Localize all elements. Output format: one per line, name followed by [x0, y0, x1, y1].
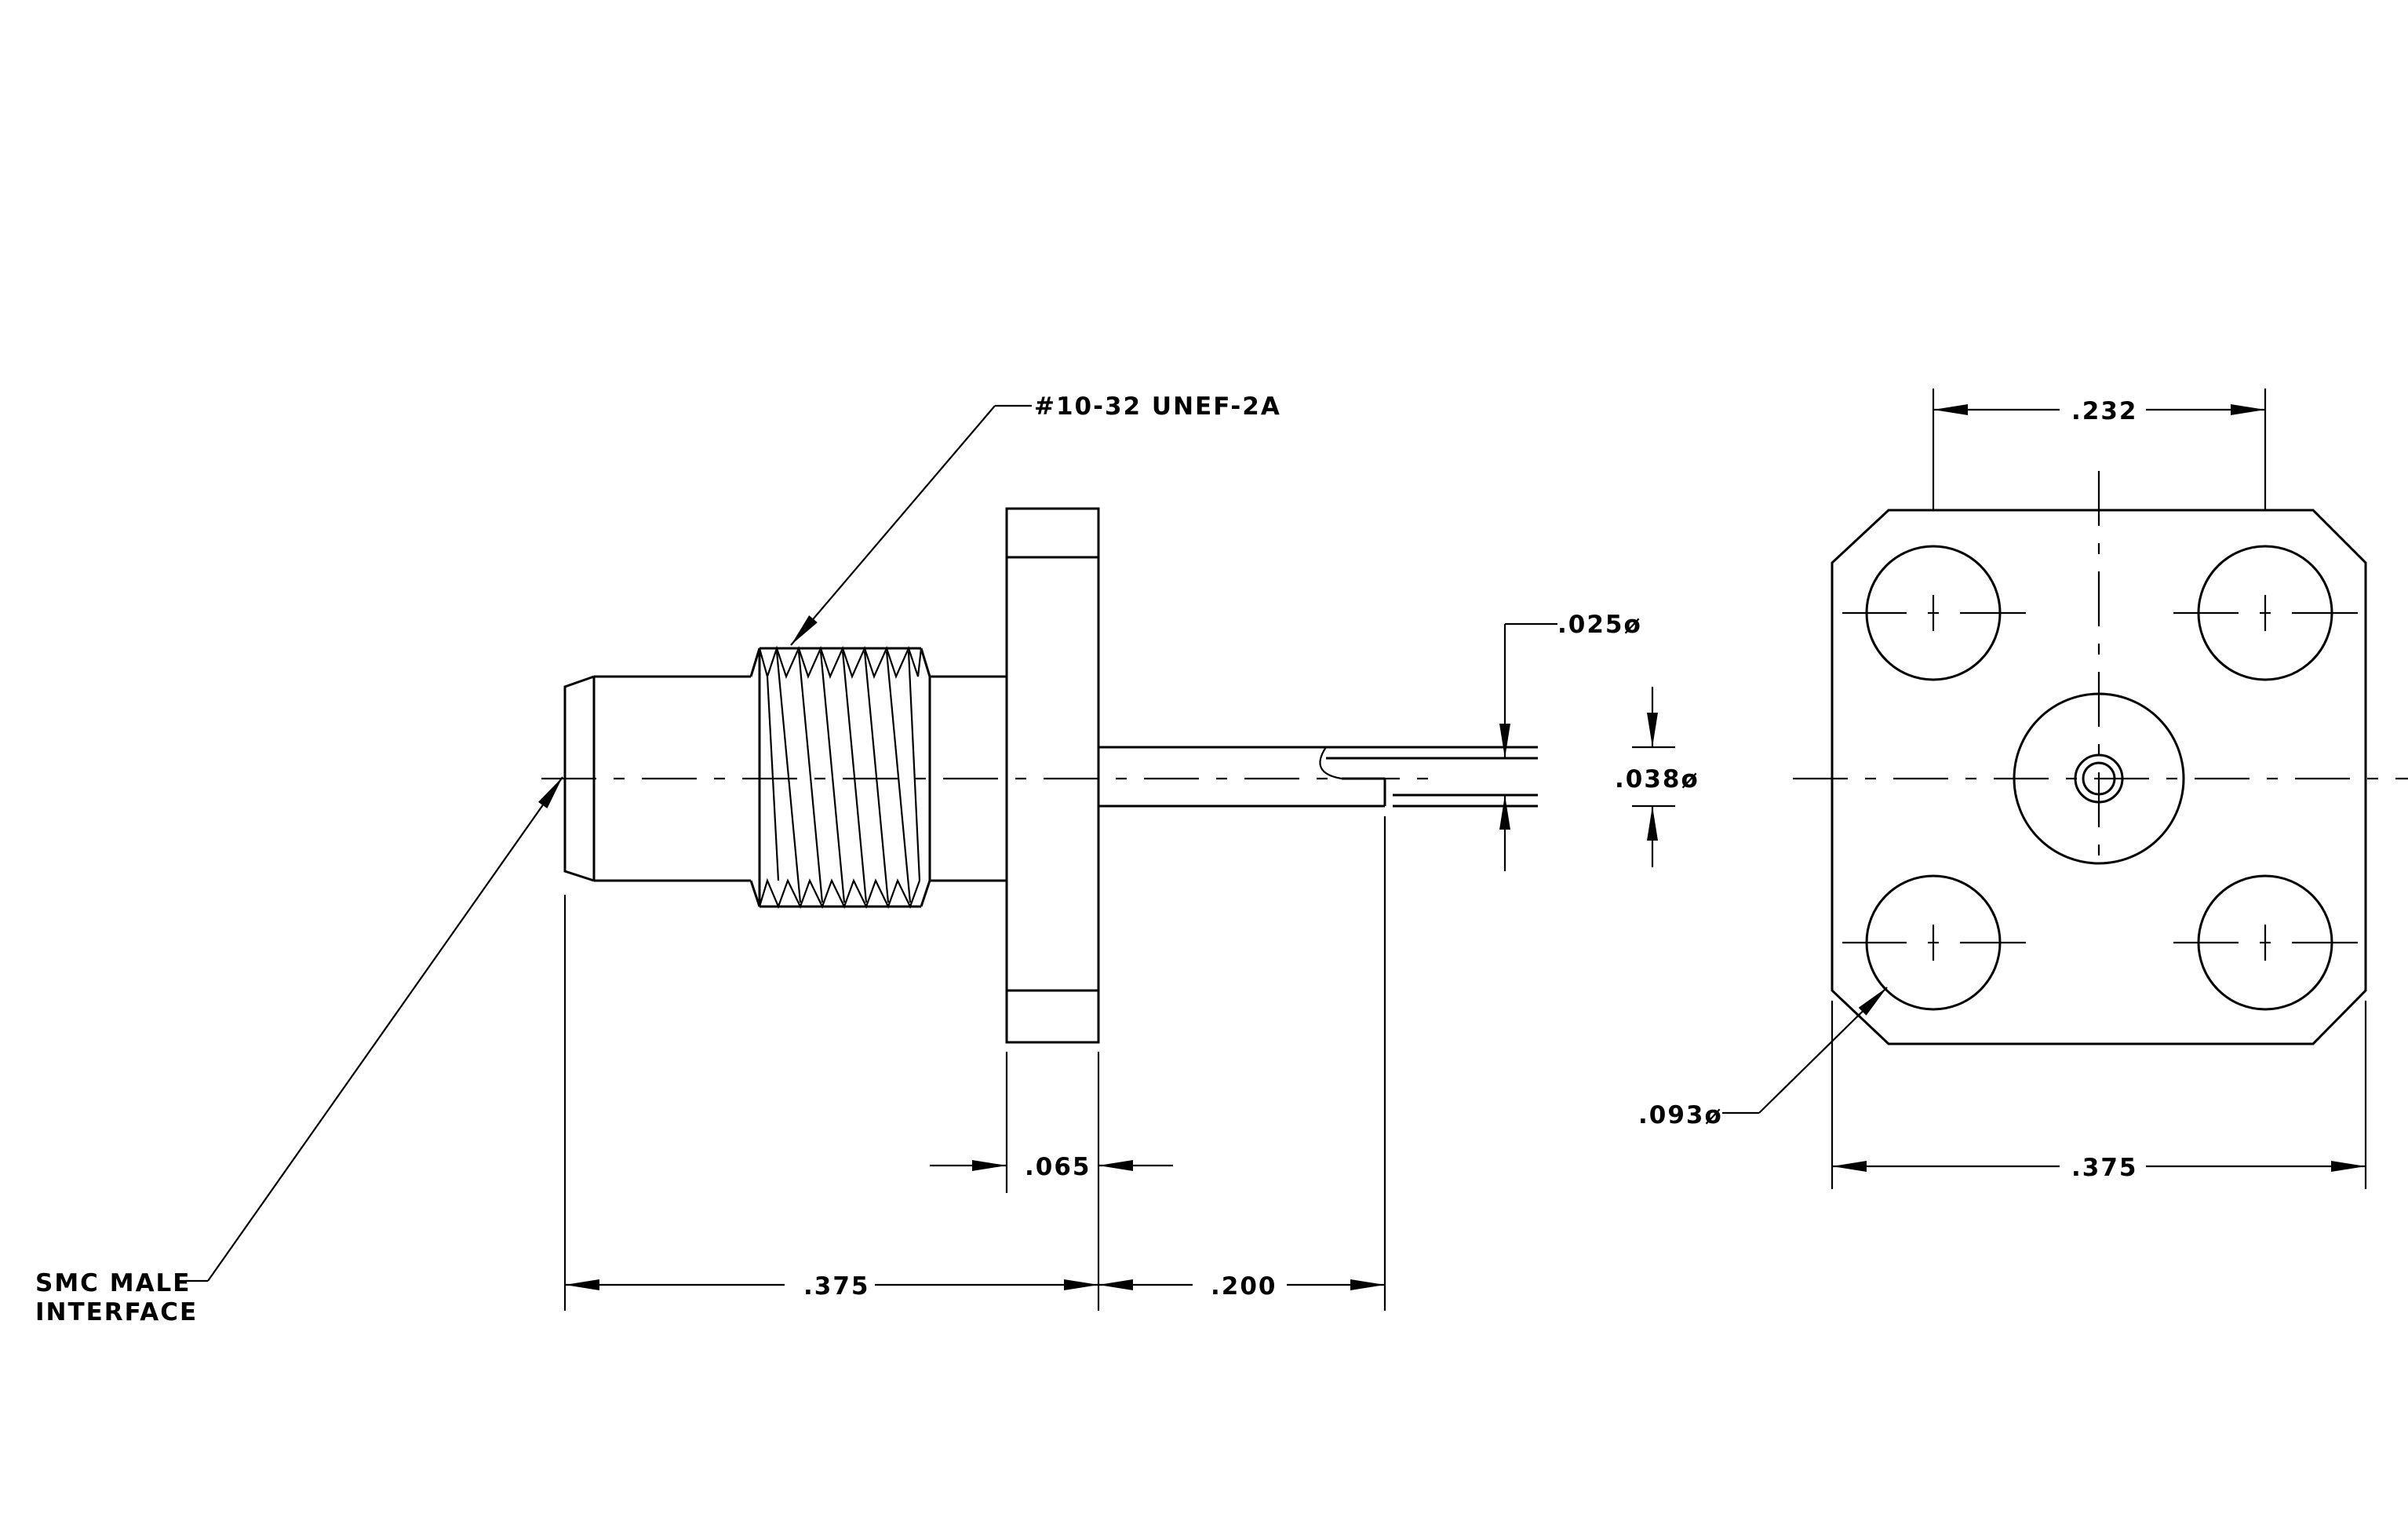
dim-pin-tip-label: .025ø: [1557, 611, 1642, 639]
flange: [1005, 507, 1100, 1044]
dim-hole-dia: .093ø: [1638, 987, 1888, 1129]
mounting-hole-tr: [2173, 545, 2358, 681]
dim-flange-width-label: .375: [2071, 1154, 2138, 1182]
dim-body-length: .375: [563, 895, 1098, 1311]
thread-callout: #10-32 UNEF-2A: [790, 392, 1281, 646]
center-dielectric: [2013, 692, 2185, 865]
dim-pin-tip: .025ø: [1499, 611, 1642, 871]
dim-pin-dia: .038ø: [1615, 687, 1699, 867]
smc-nose: [563, 675, 751, 882]
dim-hole-spacing: .232: [1932, 389, 2267, 510]
end-view: .232 .375 .093ø: [1638, 389, 2408, 1189]
side-view: #10-32 UNEF-2A SMC MALE INTERFACE .065 .…: [35, 392, 1699, 1326]
dim-pin-dia-label: .038ø: [1615, 765, 1699, 794]
end-flange-outline: [1831, 509, 2367, 1045]
pin: [1097, 746, 1538, 808]
dim-pin-length: .200: [1098, 816, 1386, 1311]
mounting-hole-tl: [1842, 545, 2026, 681]
mounting-hole-bl: [1842, 874, 2026, 1011]
dim-pin-length-label: .200: [1211, 1272, 1277, 1301]
dim-body-length-label: .375: [803, 1272, 870, 1301]
dim-flange-width: .375: [1831, 1001, 2367, 1189]
interface-callout-line2: INTERFACE: [35, 1298, 198, 1326]
interface-callout-line1: SMC MALE: [35, 1269, 191, 1297]
dim-hole-dia-label: .093ø: [1638, 1101, 1723, 1129]
dim-flange-thickness: .065: [930, 1052, 1173, 1311]
threaded-section: [749, 645, 931, 910]
thread-callout-label: #10-32 UNEF-2A: [1034, 392, 1281, 421]
rear-body: [930, 675, 1007, 882]
center-pin-outer: [2074, 753, 2124, 804]
interface-callout: SMC MALE INTERFACE: [35, 776, 563, 1326]
dim-hole-spacing-label: .232: [2071, 397, 2138, 425]
center-pin-inner: [2082, 761, 2116, 796]
mounting-hole-br: [2173, 874, 2358, 1011]
dim-flange-thickness-label: .065: [1025, 1153, 1091, 1181]
